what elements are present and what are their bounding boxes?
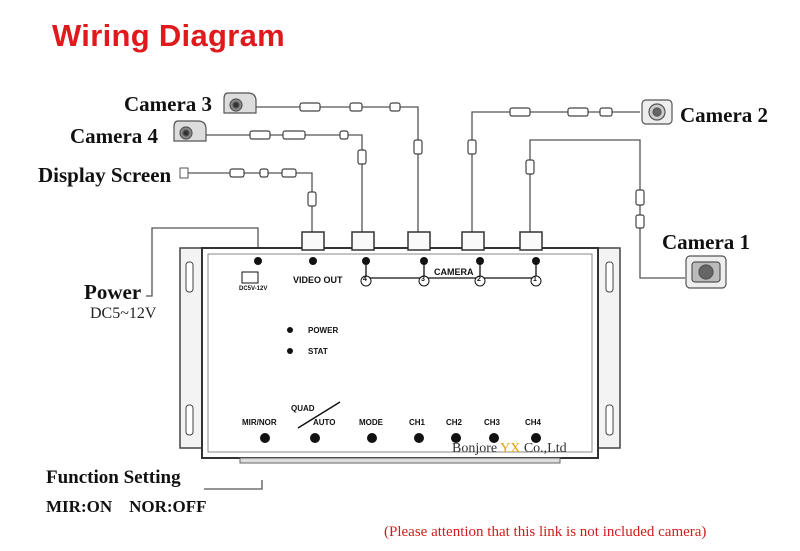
power-range-label: DC5~12V <box>90 305 157 322</box>
function-setting-label: Function Setting <box>46 467 181 488</box>
watermark-prefix: Bonjore <box>452 441 501 456</box>
ch2-button-label: CH2 <box>446 418 463 427</box>
camera-group-label: CAMERA <box>434 267 474 277</box>
mir-nor-button-label: MIR/NOR <box>242 418 277 427</box>
page-title: Wiring Diagram <box>52 18 286 53</box>
camera2-icon <box>641 99 673 125</box>
cable-connectors <box>229 102 645 229</box>
auto-button-label: AUTO <box>313 418 336 427</box>
function-modes-label: MIR:ON NOR:OFF <box>46 497 207 516</box>
mode-button-label: MODE <box>359 418 383 427</box>
display-screen-label: Display Screen <box>38 163 172 187</box>
camera1-label: Camera 1 <box>662 230 751 254</box>
camera3-icon <box>223 92 257 114</box>
power-led-label: POWER <box>308 326 339 335</box>
display-connector-icon <box>179 167 189 179</box>
port-number-2: 2 <box>477 276 481 283</box>
port-number-3: 3 <box>421 276 425 283</box>
watermark: Bonjore YX Co.,Ltd <box>452 441 567 457</box>
camera4-icon <box>173 120 207 142</box>
camera4-label: Camera 4 <box>70 124 159 148</box>
ch4-button-label: CH4 <box>525 418 542 427</box>
camera1-icon <box>685 255 727 289</box>
function-setting-pointer <box>204 480 263 490</box>
ch1-button-label: CH1 <box>409 418 426 427</box>
camera1-cable <box>529 139 685 279</box>
stat-led-label: STAT <box>308 347 328 356</box>
video-out-label: VIDEO OUT <box>293 275 343 285</box>
power-label: Power <box>84 280 142 304</box>
power-jack-label: DC5V-12V <box>239 286 268 292</box>
camera3-cable <box>255 106 419 240</box>
port-number-1: 1 <box>533 276 537 283</box>
camera2-label: Camera 2 <box>680 103 769 127</box>
camera3-label: Camera 3 <box>124 92 213 116</box>
port-number-4: 4 <box>363 276 367 283</box>
camera2-cable <box>471 111 640 240</box>
camera4-cable <box>205 134 363 240</box>
attention-note: (Please attention that this link is not … <box>384 524 707 540</box>
quad-label: QUAD <box>291 404 315 413</box>
ch3-button-label: CH3 <box>484 418 501 427</box>
watermark-suffix: Co.,Ltd <box>520 441 567 456</box>
display-cable <box>188 172 313 240</box>
watermark-highlight: YX <box>500 441 521 456</box>
power-cable <box>146 227 259 297</box>
device-box <box>179 231 621 464</box>
